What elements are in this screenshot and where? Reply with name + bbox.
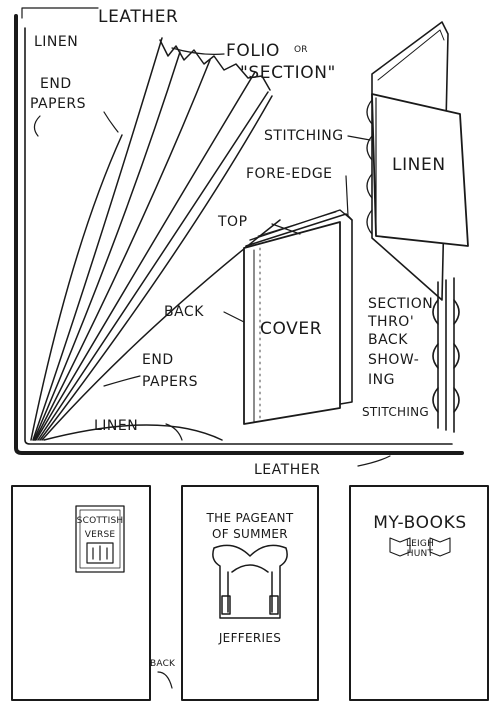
closed-cover-book (243, 209, 353, 425)
label-fore-edge: FORE-EDGE (246, 166, 333, 182)
open-book-right-icon (429, 537, 451, 557)
archway-ornament-icon (212, 544, 288, 619)
cover-my-books: MY-BOOKS LEIGH HUNT (349, 485, 489, 701)
label-section-6: STITCHING (362, 405, 429, 419)
label-section-5: ING (368, 372, 395, 388)
cover-pageant-line-2: OF SUMMER (212, 527, 288, 541)
cover-scottish-verse: SCOTTISH VERSE (11, 485, 151, 701)
label-stitching: STITCHING (264, 128, 344, 144)
label-back-cover: BACK (150, 659, 176, 669)
cover-scottish-line-1: SCOTTISH (77, 516, 124, 526)
label-section-2: THRO' (367, 314, 414, 330)
label-section-3: BACK (368, 332, 408, 348)
label-section-1: SECTION (368, 296, 433, 312)
label-linen-book: LINEN (392, 155, 446, 175)
label-section-4: SHOW- (368, 352, 419, 368)
label-end-papers-top-1: END (40, 76, 72, 92)
cover-pageant-author: JEFFERIES (218, 631, 281, 645)
label-back: BACK (164, 304, 204, 320)
label-folio-or: OR (294, 45, 308, 55)
open-linen-book (366, 21, 469, 301)
label-end-papers-bottom-1: END (142, 352, 174, 368)
label-leather-bottom: LEATHER (254, 462, 320, 478)
label-linen-bottom: LINEN (94, 418, 138, 434)
section-stitching-detail (432, 277, 460, 433)
label-end-papers-top-2: PAPERS (30, 96, 86, 112)
cover-mybooks-author-1: LEIGH (406, 539, 434, 549)
thistle-emblem-icon (86, 542, 114, 564)
label-section-quote: "SECTION" (240, 63, 336, 83)
cover-pageant-of-summer: THE PAGEANT OF SUMMER JEFFERIES (181, 485, 319, 701)
cover-mybooks-title: MY-BOOKS (373, 513, 466, 533)
label-top: TOP (217, 214, 248, 230)
label-linen-top: LINEN (34, 34, 78, 50)
open-book-left-icon (389, 537, 411, 557)
label-leather-top: LEATHER (98, 7, 178, 27)
label-cover: COVER (260, 319, 322, 339)
cover-pageant-line-1: THE PAGEANT (206, 511, 294, 525)
cover-scottish-line-2: VERSE (85, 530, 116, 540)
label-end-papers-bottom-2: PAPERS (142, 374, 198, 390)
label-folio: FOLIO (226, 41, 280, 61)
corner-layers (14, 14, 464, 455)
label-arrows (21, 7, 391, 689)
cover-mybooks-author-2: HUNT (407, 549, 434, 559)
